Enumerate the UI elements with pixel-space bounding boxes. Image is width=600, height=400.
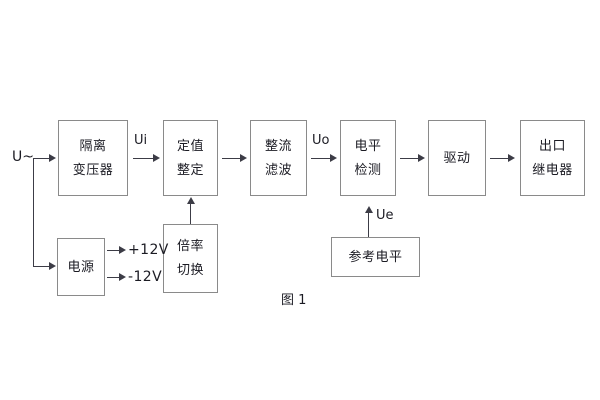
- block-output-relay-line1: 出口: [538, 138, 566, 154]
- block-ratio-switch-line1: 倍率: [176, 239, 204, 254]
- block-rectify-filter-line1: 整流: [264, 138, 292, 154]
- signal-label-ui: Ui: [134, 133, 148, 148]
- block-reference-level: 参考电平: [331, 237, 420, 277]
- rail-negative-label: -12V: [128, 269, 163, 285]
- block-isolation-transformer-line2: 变压器: [72, 162, 114, 178]
- block-level-detect: 电平 检测: [340, 120, 396, 196]
- signal-label-uo: Uo: [312, 133, 330, 148]
- figure-caption: 图 1: [281, 293, 307, 308]
- input-branch-to-transformer: [33, 158, 51, 159]
- link-reference-level-to-level-detect: [368, 212, 369, 237]
- block-rectify-filter: 整流 滤波: [250, 120, 307, 196]
- link-level-detect-to-drive: [400, 158, 422, 159]
- block-setting-value: 定值 整定: [163, 120, 218, 196]
- arrow-into-level-detect-from-reference: [365, 206, 373, 213]
- arrow-into-output-relay: [508, 154, 515, 162]
- block-power-supply-line1: 电源: [67, 259, 95, 275]
- signal-label-ue: Ue: [376, 208, 394, 223]
- link-setting-to-rectify: [222, 158, 244, 159]
- block-isolation-transformer: 隔离 变压器: [58, 120, 128, 196]
- input-branch-to-power-supply: [33, 266, 51, 267]
- arrow-into-isolation-transformer: [49, 154, 56, 162]
- arrow-into-rectify-filter: [240, 154, 247, 162]
- block-drive: 驱动: [428, 120, 486, 196]
- block-power-supply: 电源: [57, 238, 105, 296]
- arrow-into-level-detect: [330, 154, 337, 162]
- block-setting-value-line1: 定值: [176, 138, 204, 154]
- block-level-detect-line1: 电平: [354, 138, 382, 154]
- arrow-into-setting-value-from-ratio-switch: [187, 197, 195, 204]
- block-reference-level-line1: 参考电平: [348, 249, 403, 265]
- block-ratio-switch-line2: 切换: [176, 263, 204, 278]
- arrow-into-setting-value: [153, 154, 160, 162]
- block-setting-value-line2: 整定: [176, 162, 204, 178]
- link-rectify-to-level-detect: [311, 158, 333, 159]
- block-rectify-filter-line2: 滤波: [264, 162, 292, 178]
- block-output-relay-line2: 继电器: [532, 162, 573, 178]
- arrow-into-power-supply: [49, 262, 56, 270]
- arrow-into-drive: [418, 154, 425, 162]
- block-level-detect-line2: 检测: [354, 162, 382, 178]
- source-label-u-ac: U~: [12, 149, 34, 165]
- link-drive-to-output-relay: [490, 158, 512, 159]
- rail-negative-line: [107, 277, 122, 278]
- rail-positive-label: +12V: [128, 242, 169, 258]
- link-ratio-switch-to-setting: [190, 203, 191, 224]
- block-ratio-switch: 倍率 切换: [163, 224, 218, 293]
- input-bus-vertical: [33, 158, 34, 266]
- arrow-rail-positive: [119, 246, 126, 254]
- block-isolation-transformer-line1: 隔离: [79, 138, 107, 154]
- block-drive-line1: 驱动: [443, 150, 471, 166]
- rail-positive-line: [107, 250, 122, 251]
- link-transformer-to-setting: [133, 158, 155, 159]
- block-output-relay: 出口 继电器: [520, 120, 585, 196]
- arrow-rail-negative: [119, 273, 126, 281]
